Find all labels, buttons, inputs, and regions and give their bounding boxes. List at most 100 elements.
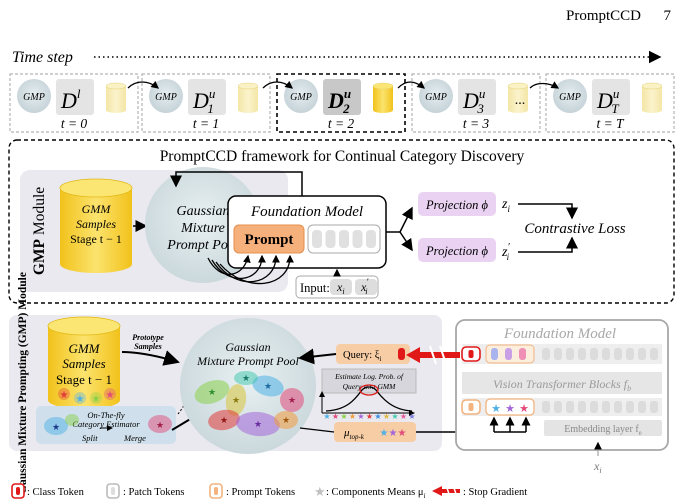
dataset-box (56, 79, 94, 115)
legend-stop-gradient: : Stop Gradient (463, 487, 527, 498)
estimate-box (321, 368, 417, 394)
legend-patch-tokens: : Patch Tokens (123, 487, 184, 498)
patch-token (638, 401, 646, 413)
projection-top-box (418, 192, 496, 216)
bottom-tokens: ★ ★ ★ (491, 401, 658, 415)
detail-pool-line-2: Mixture Prompt Pool (196, 354, 299, 368)
component-star: ★ (491, 403, 501, 415)
detail-db-line-3: Stage t − 1 (56, 372, 112, 387)
topk-to-prompt-arrows (489, 416, 531, 433)
estimator-clusters: ★★ (44, 414, 172, 435)
gaussian-blob (274, 411, 298, 429)
to-projection-bottom (399, 231, 413, 252)
contrastive-loss: Contrastive Loss (524, 221, 625, 237)
step-arrow-1 (262, 80, 294, 89)
gaussian-blob (225, 384, 247, 416)
input-label: Input: (300, 281, 330, 295)
gaussian-blob (236, 411, 280, 437)
framework-title: PromptCCD framework for Continual Catego… (160, 148, 525, 165)
patch-token (602, 348, 610, 360)
component-star: ★ (349, 412, 356, 421)
xi-input-label: xi (593, 459, 602, 475)
top-tokens (491, 348, 658, 360)
projection-bottom-box (418, 238, 496, 262)
mu-topk-stars: ★★★ (380, 428, 407, 439)
step-time: t = 3 (463, 116, 490, 131)
db-icon (106, 86, 126, 113)
component-star: ★ (519, 403, 529, 415)
patch-token (542, 401, 550, 413)
dataset-box (592, 79, 630, 115)
to-projection-top (386, 206, 413, 233)
database-component-stars: ★★★★ (58, 388, 116, 405)
embedding-layer (544, 420, 662, 436)
split-label: Split (82, 433, 98, 443)
z-label: zi (501, 197, 510, 214)
legend-stop-gradient-icon (432, 484, 460, 498)
prototype-arrow (121, 350, 180, 366)
patch-token (542, 348, 550, 360)
input-x-chip (330, 279, 352, 295)
query-box (336, 344, 410, 364)
component-star: ★ (264, 381, 272, 391)
feedback-arrow (170, 171, 303, 196)
legend-components: : Components Means μi (326, 487, 426, 500)
patch-token (590, 348, 598, 360)
pool-line-3: Prompt Pool (166, 238, 239, 253)
gaussian-blob (252, 375, 284, 397)
patch-token (578, 348, 586, 360)
component-star: ★ (408, 412, 415, 421)
detail-foundation-title: Foundation Model (503, 326, 616, 342)
step-time: t = 0 (61, 116, 88, 131)
dataset-box (323, 79, 361, 115)
component-star: ★ (332, 412, 339, 421)
vit-label: Vision Transformer Blocks fb (493, 377, 631, 393)
pool-to-mu-line (299, 427, 335, 433)
db-line-2: Samples (76, 217, 116, 231)
component-star: ★ (505, 403, 515, 415)
gaussian-blob (234, 371, 258, 385)
log-prob-plot (319, 384, 415, 416)
component-star: ★ (357, 412, 364, 421)
ellipsis: ... (515, 93, 526, 108)
legend-star-icon: ★ (314, 484, 326, 499)
gmp-detail-side-label: Gaussian Mixture Prompting (GMP) Module (17, 272, 29, 494)
component-star: ★ (391, 412, 398, 421)
step-time: t = T (596, 116, 625, 131)
stop-gradient-arrow (406, 345, 460, 365)
step-frame (411, 73, 541, 133)
step-frame (545, 73, 675, 133)
detail-db-line-2: Samples (62, 356, 105, 371)
gaussian-components: ★★★★★★★★ (194, 371, 304, 437)
estimate-line-1: Estimate Log. Prob. of (334, 372, 404, 381)
estimator-line-1: On-The-fly (87, 410, 125, 420)
patch-token (566, 348, 574, 360)
dataset-box (458, 79, 496, 115)
db-line-3: Stage t − 1 (70, 232, 122, 246)
db-icon (238, 86, 258, 113)
mu-topk-box (334, 422, 416, 442)
patch-token (554, 348, 562, 360)
component-star: ★ (389, 428, 398, 439)
gmp-icon (17, 79, 51, 113)
bottom-prompt-tokens (485, 398, 535, 416)
patch-token (566, 401, 574, 413)
patch-token (554, 401, 562, 413)
component-star: ★ (232, 395, 240, 405)
patch-token (638, 348, 646, 360)
component-star: ★ (400, 412, 407, 421)
patch-token (614, 401, 622, 413)
prototype-line-2: Samples (134, 342, 162, 351)
legend: : Class Token : Patch Tokens : Prompt To… (11, 483, 527, 500)
gmp-label: GMP (155, 92, 177, 103)
db-icon (508, 86, 528, 113)
patch-tokens (312, 230, 376, 248)
